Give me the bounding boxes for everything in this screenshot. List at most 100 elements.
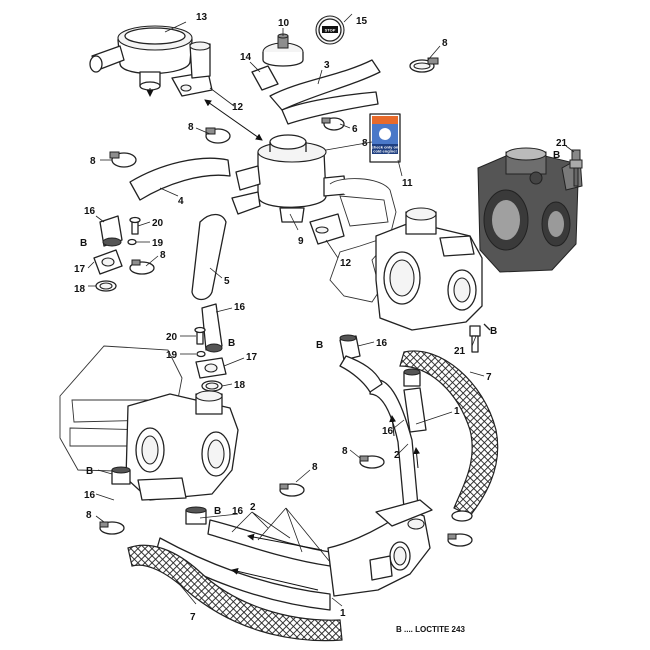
callout-8-mid-left: 8 bbox=[160, 250, 166, 261]
callout-8-upper-left: 8 bbox=[188, 122, 194, 133]
loctite-legend: B .... LOCTITE 243 bbox=[396, 625, 465, 634]
cap-decal-15: STOP bbox=[315, 13, 353, 45]
callout-8-top-right: 8 bbox=[442, 38, 448, 49]
loctite-b-right: B bbox=[490, 326, 497, 337]
hose-fitting-16-lower-left bbox=[111, 466, 131, 485]
hose-clamp-6 bbox=[321, 117, 345, 131]
callout-19-upper: 19 bbox=[152, 238, 164, 249]
callout-7-bottom: 7 bbox=[190, 612, 196, 623]
flange-17-upper bbox=[93, 249, 123, 275]
engine-block-outline bbox=[329, 178, 397, 303]
warning-line2: cold engine! bbox=[373, 149, 397, 154]
callout-16-upper: 16 bbox=[84, 206, 96, 217]
callout-19-mid: 19 bbox=[166, 350, 178, 361]
hose-fitting-16-mid bbox=[201, 303, 223, 353]
hose-fitting-16-right bbox=[403, 368, 421, 387]
expansion-vessel-13 bbox=[89, 25, 193, 97]
warning-decal-11: check only on cold engine! bbox=[369, 113, 401, 163]
callout-13: 13 bbox=[196, 12, 208, 23]
flange-17-mid bbox=[195, 357, 227, 379]
loctite-b-bottom: B bbox=[214, 506, 221, 517]
callout-8-left: 8 bbox=[90, 156, 96, 167]
leader-lines bbox=[87, 21, 575, 607]
hose-clamp-8-top-right bbox=[409, 57, 439, 73]
callout-16-right: 16 bbox=[382, 426, 394, 437]
hose-clamp-8-bottom-center bbox=[279, 483, 305, 497]
callout-14: 14 bbox=[240, 52, 252, 63]
callout-8-bottom-left: 8 bbox=[86, 510, 92, 521]
callout-16-center: 16 bbox=[376, 338, 388, 349]
hose-clamp-8-mid-left bbox=[129, 259, 155, 275]
callout-8-bottom-center: 8 bbox=[312, 462, 318, 473]
hose-1-right bbox=[369, 378, 427, 509]
gasket-18-mid bbox=[201, 380, 223, 392]
washer-19-upper bbox=[127, 238, 137, 246]
callout-numbers: 13 10 15 14 8 3 12 8 6 8 8 4 11 21 B 16 … bbox=[74, 12, 568, 623]
washer-19-mid bbox=[196, 350, 206, 358]
callout-17-mid: 17 bbox=[246, 352, 258, 363]
callout-16-mid: 16 bbox=[234, 302, 246, 313]
callout-12-upper: 12 bbox=[232, 102, 244, 113]
cylinder-head-front bbox=[125, 390, 239, 501]
bolt-20-mid bbox=[194, 326, 206, 345]
callout-20-mid: 20 bbox=[166, 332, 178, 343]
coolant-tank-9 bbox=[231, 134, 347, 223]
hose-fitting-16-upper bbox=[99, 215, 123, 247]
pressure-cap-10 bbox=[262, 33, 304, 67]
bracket-12-upper bbox=[171, 41, 213, 97]
hose-5 bbox=[191, 213, 227, 301]
hose-clamp-8-left bbox=[109, 151, 137, 168]
callout-8-lower-center: 8 bbox=[342, 446, 348, 457]
callout-9: 9 bbox=[298, 236, 304, 247]
callout-7-right: 7 bbox=[486, 372, 492, 383]
hose-center bbox=[339, 355, 383, 393]
callout-16-lower-left: 16 bbox=[84, 490, 96, 501]
bolt-20-upper bbox=[129, 216, 141, 235]
callout-18-mid: 18 bbox=[234, 380, 246, 391]
temperature-sensor-21 bbox=[469, 323, 491, 353]
callout-5: 5 bbox=[224, 276, 230, 287]
callout-18-upper: 18 bbox=[74, 284, 86, 295]
loctite-b-photo: B bbox=[553, 150, 560, 161]
hose-clamp-8-upper-left bbox=[205, 127, 231, 144]
callout-1-bottom: 1 bbox=[340, 608, 346, 619]
hose-clamp-8-bottom-left bbox=[99, 521, 125, 535]
loctite-b-upper-left: B bbox=[80, 238, 87, 249]
callout-2-right: 2 bbox=[394, 450, 400, 461]
temperature-sensor-21-photo bbox=[569, 149, 583, 187]
hose-clamp-8-lower-right bbox=[447, 533, 473, 547]
hose-fitting-16-center bbox=[339, 334, 361, 361]
callout-20-upper: 20 bbox=[152, 218, 164, 229]
cylinder-head-photo bbox=[477, 147, 583, 273]
gasket-18-upper bbox=[95, 280, 117, 292]
flow-arrows bbox=[204, 99, 421, 591]
hose-3 bbox=[269, 59, 381, 125]
callout-12-lower: 12 bbox=[340, 258, 352, 269]
loctite-b-mid: B bbox=[228, 338, 235, 349]
warning-line1: check only on bbox=[372, 145, 399, 150]
hose-4 bbox=[129, 157, 231, 201]
callout-6: 6 bbox=[352, 124, 358, 135]
braided-hose-7-right bbox=[399, 350, 499, 522]
callout-15: 15 bbox=[356, 16, 368, 27]
callout-10: 10 bbox=[278, 18, 290, 29]
cap-stop-text: STOP bbox=[325, 28, 336, 33]
hose-fitting-16-bottom bbox=[185, 506, 207, 525]
loctite-b-lower-left: B bbox=[86, 466, 93, 477]
callout-1-right: 1 bbox=[454, 406, 460, 417]
bracket-12-lower bbox=[309, 213, 345, 245]
callout-21-photo: 21 bbox=[556, 138, 568, 149]
coolant-manifold bbox=[327, 499, 433, 597]
hose-clamp-8-lower-center bbox=[359, 455, 385, 469]
callout-16-bottom: 16 bbox=[232, 506, 244, 517]
callout-2-bottom: 2 bbox=[250, 502, 256, 513]
callout-8-tank: 8 bbox=[362, 138, 368, 149]
callout-17-upper: 17 bbox=[74, 264, 86, 275]
callout-21-lower: 21 bbox=[454, 346, 466, 357]
callout-11: 11 bbox=[402, 178, 413, 189]
loctite-b-center: B bbox=[316, 340, 323, 351]
cylinder-head-rear bbox=[375, 207, 483, 331]
callout-4: 4 bbox=[178, 196, 184, 207]
